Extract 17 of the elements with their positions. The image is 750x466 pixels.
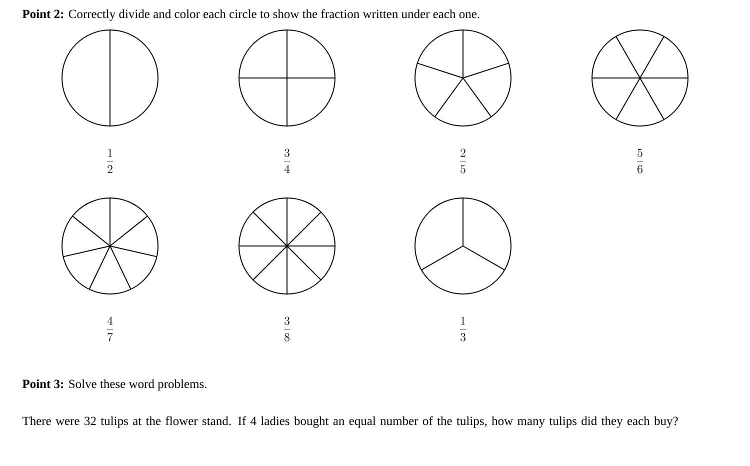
fraction: $\frac{5}{6}$ <box>637 148 643 174</box>
divided-circle <box>238 30 336 126</box>
divided-circle <box>414 30 512 126</box>
fraction: $\frac{3}{8}$ <box>284 316 290 342</box>
fraction: $\frac{4}{7}$ <box>107 316 113 342</box>
divided-circle <box>62 30 158 126</box>
fraction: $\frac{3}{4}$ <box>284 148 290 174</box>
divided-circle <box>238 198 336 294</box>
fraction: $\frac{2}{5}$ <box>460 148 466 174</box>
fraction: $\frac{1}{2}$ <box>107 148 113 174</box>
divided-circle <box>592 30 688 126</box>
divided-circle <box>414 198 512 294</box>
instruction-text: Point 3: Solve these word problems. <box>22 379 206 391</box>
instruction-text: Point 2: Correctly divide and color each circle to show the fraction written under each one. <box>22 9 480 21</box>
fraction: $\frac{1}{3}$ <box>460 316 466 342</box>
instruction-text: There were 32 tulips at the flower stand. If 4 ladies bought an equal number of the tulips, how many tulips did they each buy? <box>22 416 678 428</box>
divided-circle <box>62 198 158 294</box>
